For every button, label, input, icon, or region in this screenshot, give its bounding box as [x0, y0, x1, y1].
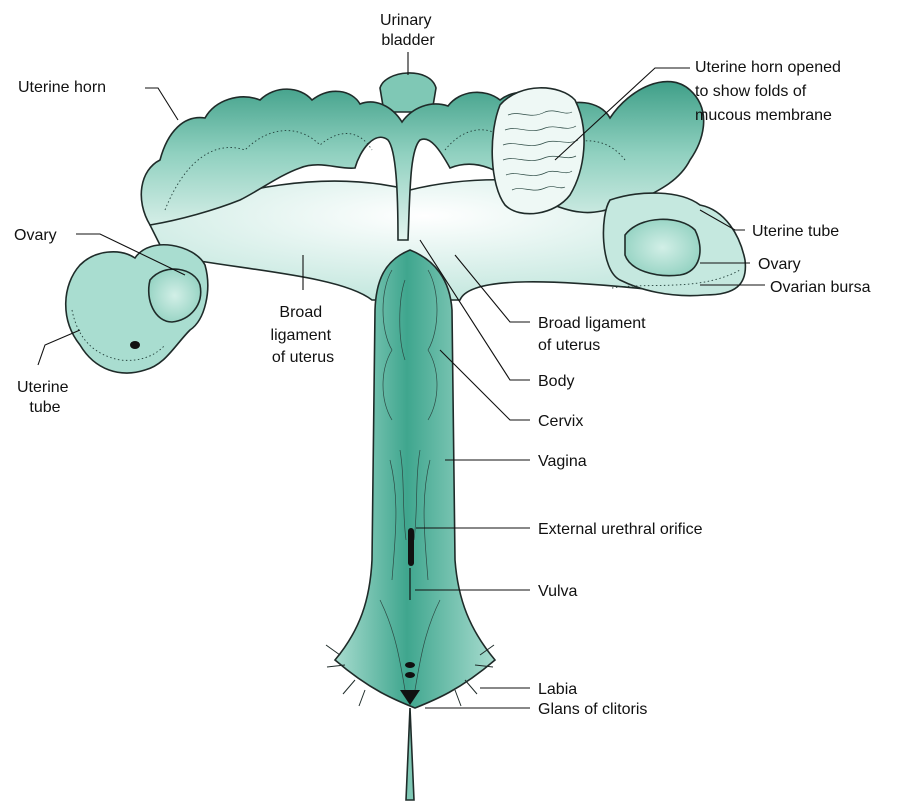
label-uterine-tube-right: Uterine tube — [752, 223, 839, 240]
label-vagina: Vagina — [538, 453, 587, 470]
label-ovary-left: Ovary — [14, 227, 57, 244]
label-broad-ligament-left: Broad ligament of uterus — [271, 304, 336, 366]
label-external-urethral-orifice: External urethral orifice — [538, 521, 703, 538]
label-uterine-tube-left: Uterine tube — [17, 379, 73, 416]
external-urethral-orifice — [408, 528, 414, 566]
label-uterine-horn-opened: Uterine horn opened to show folds of muc… — [695, 59, 845, 124]
label-vulva: Vulva — [538, 583, 578, 600]
right-ovary — [625, 219, 700, 275]
label-uterine-horn-left: Uterine horn — [18, 79, 106, 96]
label-cervix: Cervix — [538, 413, 583, 430]
label-labia: Labia — [538, 681, 577, 698]
label-broad-ligament-right: Broad ligament of uterus — [538, 315, 650, 354]
label-ovarian-bursa: Ovarian bursa — [770, 279, 871, 296]
label-body: Body — [538, 373, 574, 390]
label-glans-of-clitoris: Glans of clitoris — [538, 701, 647, 718]
uterine-horn-opened — [492, 88, 584, 214]
label-urinary-bladder: Urinary bladder — [380, 12, 436, 49]
label-ovary-right: Ovary — [758, 256, 801, 273]
